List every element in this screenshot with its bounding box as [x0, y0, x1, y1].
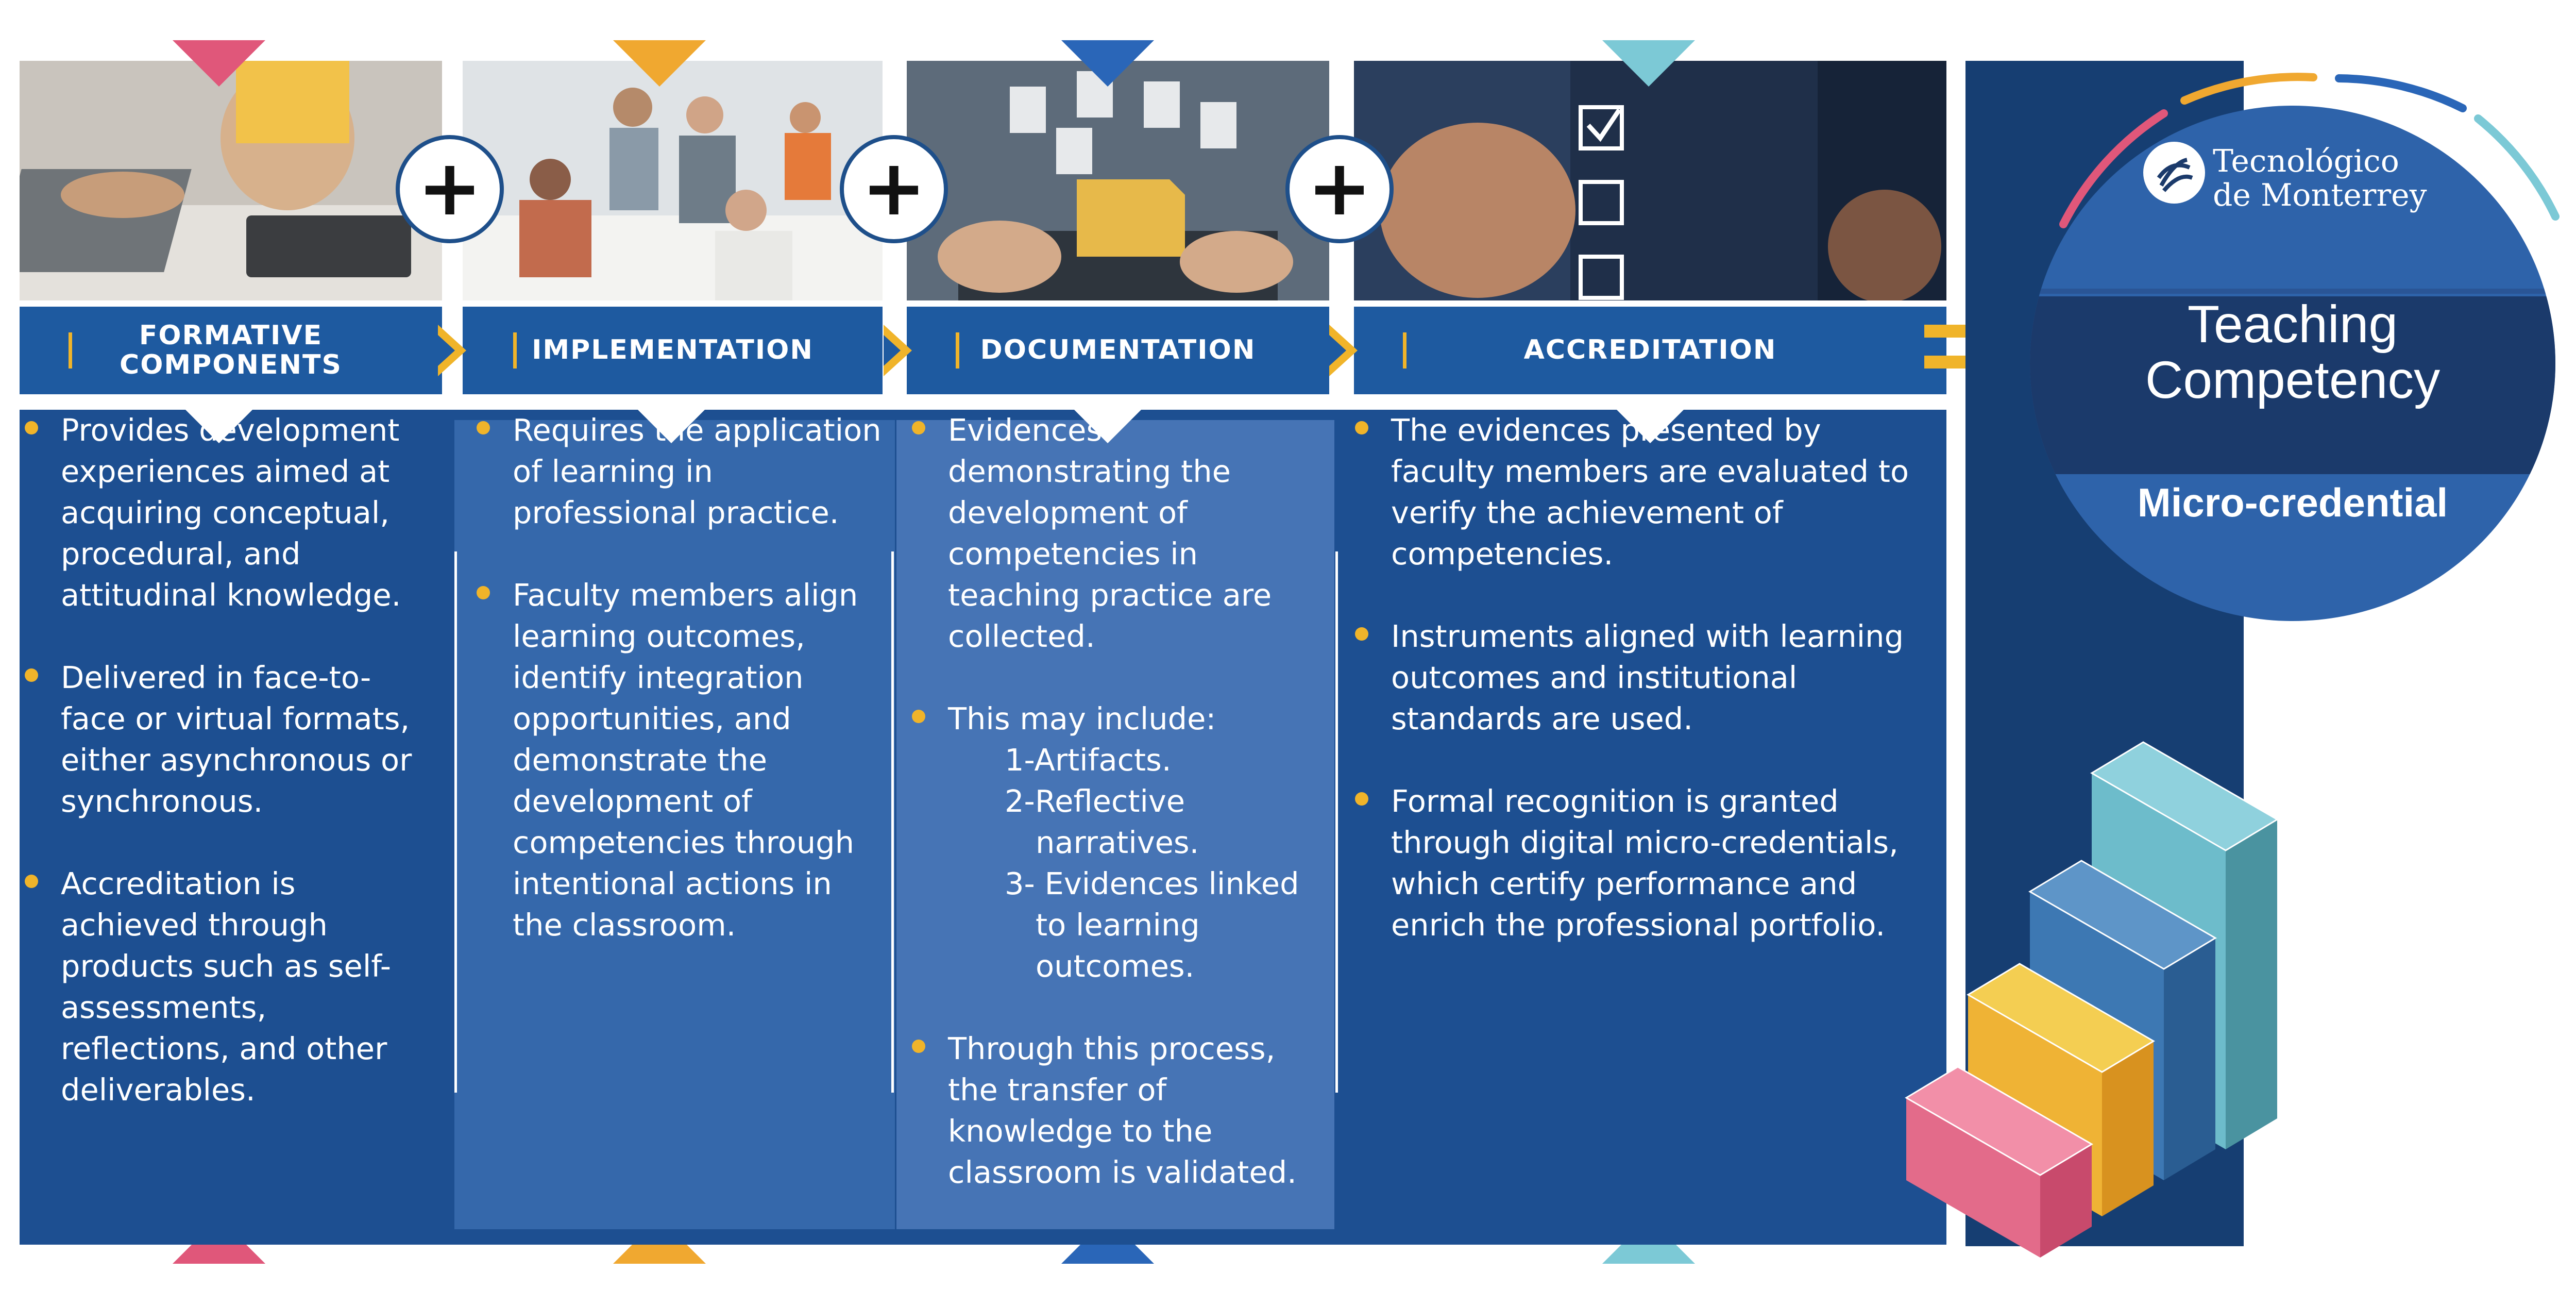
panel-documentation: Evidences demonstrating the development … — [912, 410, 1324, 1229]
panel-formative: Provides development experiences aimed a… — [25, 410, 432, 1229]
plus-icon: + — [840, 135, 948, 243]
marker-top-orange — [613, 40, 706, 87]
list-item: Faculty members align learning outcomes,… — [477, 575, 884, 946]
marker-top-pink — [173, 40, 265, 87]
marker-top-blue — [1061, 40, 1154, 87]
photo-implementation — [463, 61, 883, 300]
sub-item: outcomes. — [1036, 948, 1195, 984]
plus-icon: + — [396, 135, 504, 243]
brand-name: Tecnológico de Monterrey — [2213, 143, 2427, 213]
photo-formative — [20, 61, 442, 300]
list-item: The evidences presented by faculty membe… — [1355, 410, 1911, 575]
list-item: This may include: 1-Artifacts. 2-Reflect… — [912, 698, 1324, 987]
divider — [1335, 551, 1338, 1093]
sub-item: to learning — [1036, 907, 1200, 943]
list-item: Accreditation is achieved through produc… — [25, 863, 432, 1111]
seal-icon — [2143, 142, 2205, 204]
divider — [454, 551, 457, 1093]
panel-accreditation: The evidences presented by faculty membe… — [1355, 410, 1911, 1229]
list-item: Formal recognition is granted through di… — [1355, 781, 1911, 946]
list-item: Through this process, the transfer of kn… — [912, 1028, 1324, 1193]
stage-title-implementation: IMPLEMENTATION — [463, 307, 883, 394]
list-item: Evidences demonstrating the development … — [912, 410, 1324, 657]
panel-implementation-bg — [454, 420, 895, 1229]
sub-item: 3- Evidences linked — [1005, 866, 1299, 901]
list-item: Delivered in face-to-face or virtual for… — [25, 657, 432, 822]
marker-top-cyan — [1602, 40, 1695, 87]
stairs-icon — [1905, 741, 2279, 1258]
badge-title: Teaching Competency — [2145, 295, 2441, 409]
badge-arcs — [2059, 73, 2560, 228]
divider — [891, 551, 894, 1093]
list-item: Instruments aligned with learning outcom… — [1355, 616, 1911, 740]
stage-title-documentation: DOCUMENTATION — [907, 307, 1329, 394]
badge-subtitle: Micro-credential — [2137, 480, 2448, 525]
photo-documentation — [907, 61, 1329, 300]
panel-implementation: Requires the application of learning in … — [477, 410, 884, 1229]
sub-item: narratives. — [1036, 825, 1199, 860]
credential-badge: Tecnológico de Monterrey Teaching Compet… — [2009, 41, 2576, 624]
stage-title-accreditation: ACCREDITATION — [1354, 307, 1946, 394]
photo-accreditation — [1354, 61, 1946, 300]
plus-icon: + — [1285, 135, 1394, 243]
panel-documentation-bg — [896, 420, 1334, 1229]
list-item: Provides development experiences aimed a… — [25, 410, 432, 616]
sub-item: 1-Artifacts. — [1005, 742, 1172, 778]
sub-item: 2-Reflective — [1005, 783, 1185, 819]
list-item: Requires the application of learning in … — [477, 410, 884, 533]
